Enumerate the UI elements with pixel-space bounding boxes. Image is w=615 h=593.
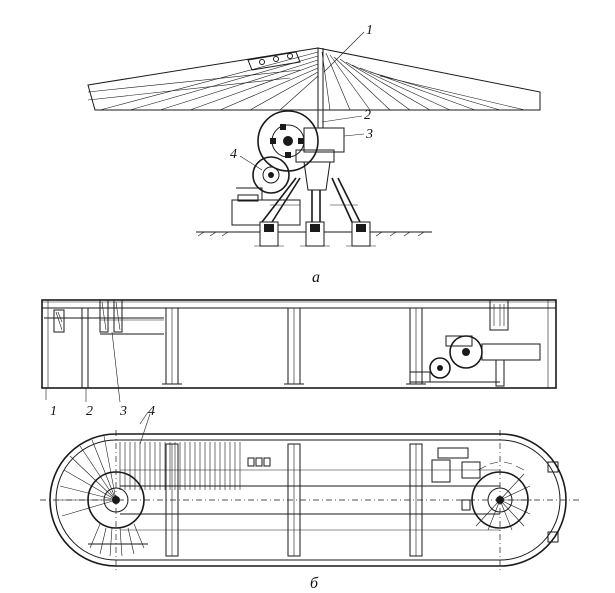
side-callout-2: 2 [364, 108, 371, 123]
section-callout-4: 4 [148, 404, 155, 419]
plan-columns [165, 443, 423, 557]
support-frame [261, 177, 361, 223]
plan-sprocket-left [58, 435, 148, 557]
section-callout-1: 1 [50, 404, 57, 419]
slat-fan-right [317, 47, 541, 128]
drive-wheel-lower [252, 156, 290, 194]
gear-housing [231, 127, 345, 226]
plan-caption: б [310, 575, 319, 592]
side-caption: а [312, 269, 320, 286]
section-drive-unit [409, 299, 541, 387]
section-view: 1 2 3 4 [41, 299, 557, 425]
section-callout-3: 3 [119, 404, 127, 419]
plan-sprocket-right [471, 461, 559, 543]
section-callout-2: 2 [86, 404, 93, 419]
slat-fan-left [87, 47, 319, 111]
plan-drive-unit [431, 447, 481, 511]
ground-foundations [196, 221, 432, 247]
section-columns [162, 307, 426, 385]
side-callout-3: 3 [365, 127, 373, 142]
side-callout-1: 1 [366, 23, 373, 38]
plan-view: б [40, 413, 580, 592]
side-callout-4: 4 [230, 147, 237, 162]
side-view: 1 2 3 4 а [87, 23, 541, 286]
side-leaders [239, 31, 365, 171]
plan-slats [119, 442, 271, 490]
